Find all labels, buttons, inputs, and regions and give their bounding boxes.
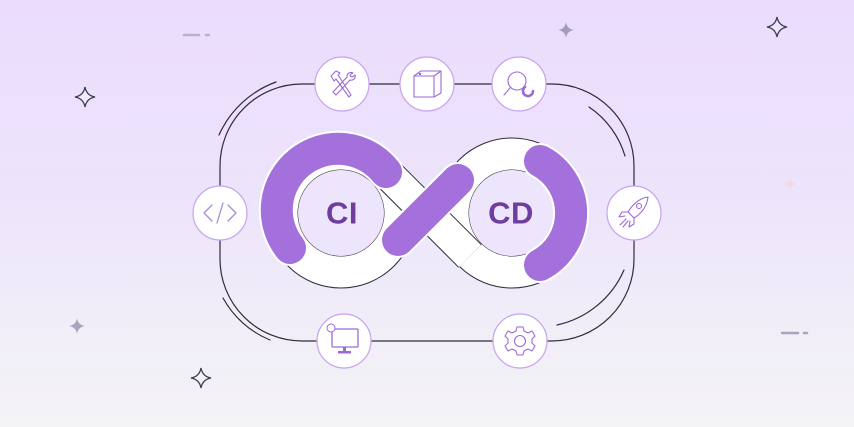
accent-arcs [218,81,626,341]
node-monitor[interactable] [316,313,372,369]
code-brackets-icon [203,202,237,224]
node-tools[interactable] [314,56,370,112]
sparkle-faint-icon [784,178,796,190]
node-deploy[interactable] [606,185,662,241]
sparkle-outline-icon [74,86,96,108]
node-test[interactable] [491,56,547,112]
hammer-wrench-icon [330,70,356,98]
ci-label: CI [326,195,358,231]
box-icon [413,70,442,98]
sparkle-outline-icon [190,367,212,389]
rocket-icon [618,196,649,228]
infinity-loop [258,130,590,289]
sparkle-filled-icon [69,318,85,334]
search-refresh-icon [503,71,535,98]
node-operate[interactable] [492,313,548,369]
node-package[interactable] [399,56,455,112]
node-code[interactable] [192,185,248,241]
sparkle-outline-icon [766,16,788,38]
gear-icon [504,326,536,356]
sparkle-filled-icon [558,22,574,38]
monitor-icon [326,323,359,354]
cd-label: CD [488,195,534,231]
